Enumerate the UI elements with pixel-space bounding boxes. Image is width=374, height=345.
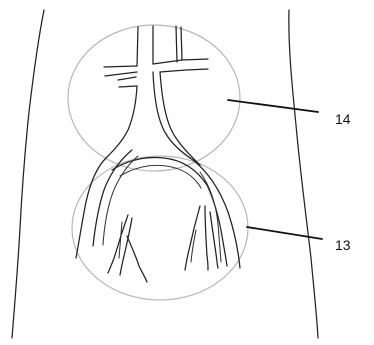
right-femoral-branch-b: [205, 206, 208, 270]
lower-vessels: [76, 150, 240, 282]
vessel-left-vertical: [137, 26, 153, 66]
callout-14-label: 14: [335, 111, 351, 127]
right-femoral-branch-c: [210, 212, 218, 268]
iliac-right-inner: [207, 185, 227, 266]
vessel-trunk-left: [106, 86, 137, 158]
upper-vessels: [104, 26, 208, 165]
vessel-right-vertical: [176, 26, 182, 62]
upper-region-circle: [68, 25, 240, 171]
vessel-trunk-right: [153, 72, 193, 160]
callout-13-label: 13: [335, 237, 351, 253]
right-femoral-branch-a: [185, 206, 200, 270]
body-outline-left: [12, 10, 44, 338]
callout-13-leader: [247, 227, 322, 239]
vessel-upper-branch-left: [104, 66, 137, 76]
vessel-trunk-inner: [160, 72, 200, 165]
iliac-left-inner: [93, 150, 132, 246]
callout-14-leader: [228, 100, 318, 112]
left-femoral-branch-a: [108, 215, 128, 273]
body-outline-right: [289, 10, 318, 338]
vessel-upper-branch-right: [153, 59, 208, 72]
iliac-left-outer: [76, 158, 106, 258]
right-femoral-branch-d: [191, 230, 196, 262]
lower-region-circle: [72, 156, 248, 300]
vessel-side-branch-left: [118, 77, 137, 87]
left-femoral-branch-c: [127, 236, 147, 282]
